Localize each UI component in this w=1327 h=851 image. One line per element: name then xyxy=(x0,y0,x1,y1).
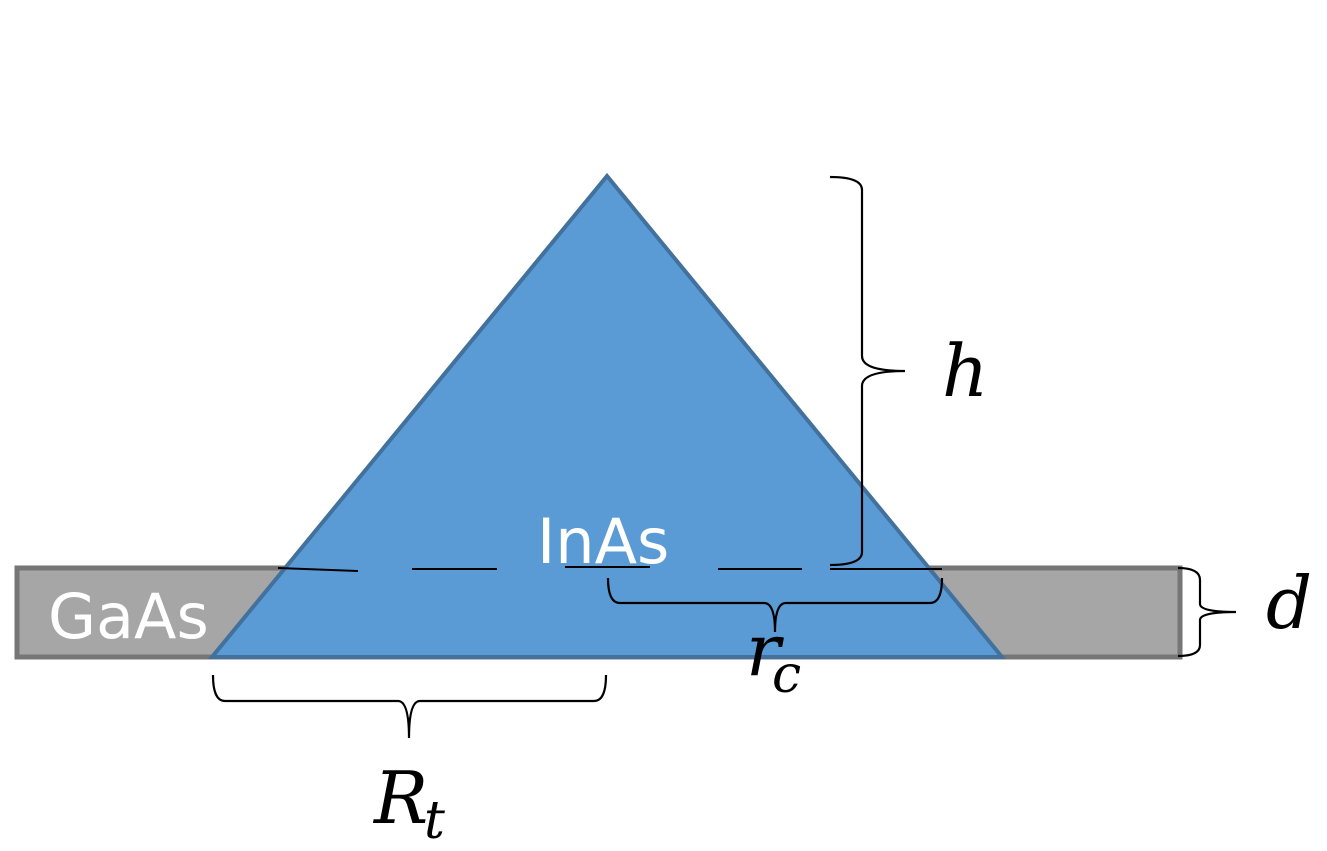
base-radius-label: R xyxy=(372,756,428,840)
core-radius-label: r xyxy=(746,608,784,692)
height-label: h xyxy=(942,329,988,413)
height-brace xyxy=(829,175,906,567)
wetting-layer-brace xyxy=(1177,566,1237,658)
wetting-layer-label: d xyxy=(1266,561,1312,645)
dashed-baseline xyxy=(277,566,942,572)
core-radius-subscript: c xyxy=(772,645,801,705)
base-radius-subscript: t xyxy=(424,791,445,851)
inas-dot xyxy=(207,172,1007,659)
dot-label: InAs xyxy=(537,505,669,578)
core-radius-brace xyxy=(606,577,944,633)
base-radius-brace xyxy=(211,674,608,739)
substrate-label: GaAs xyxy=(48,580,209,653)
